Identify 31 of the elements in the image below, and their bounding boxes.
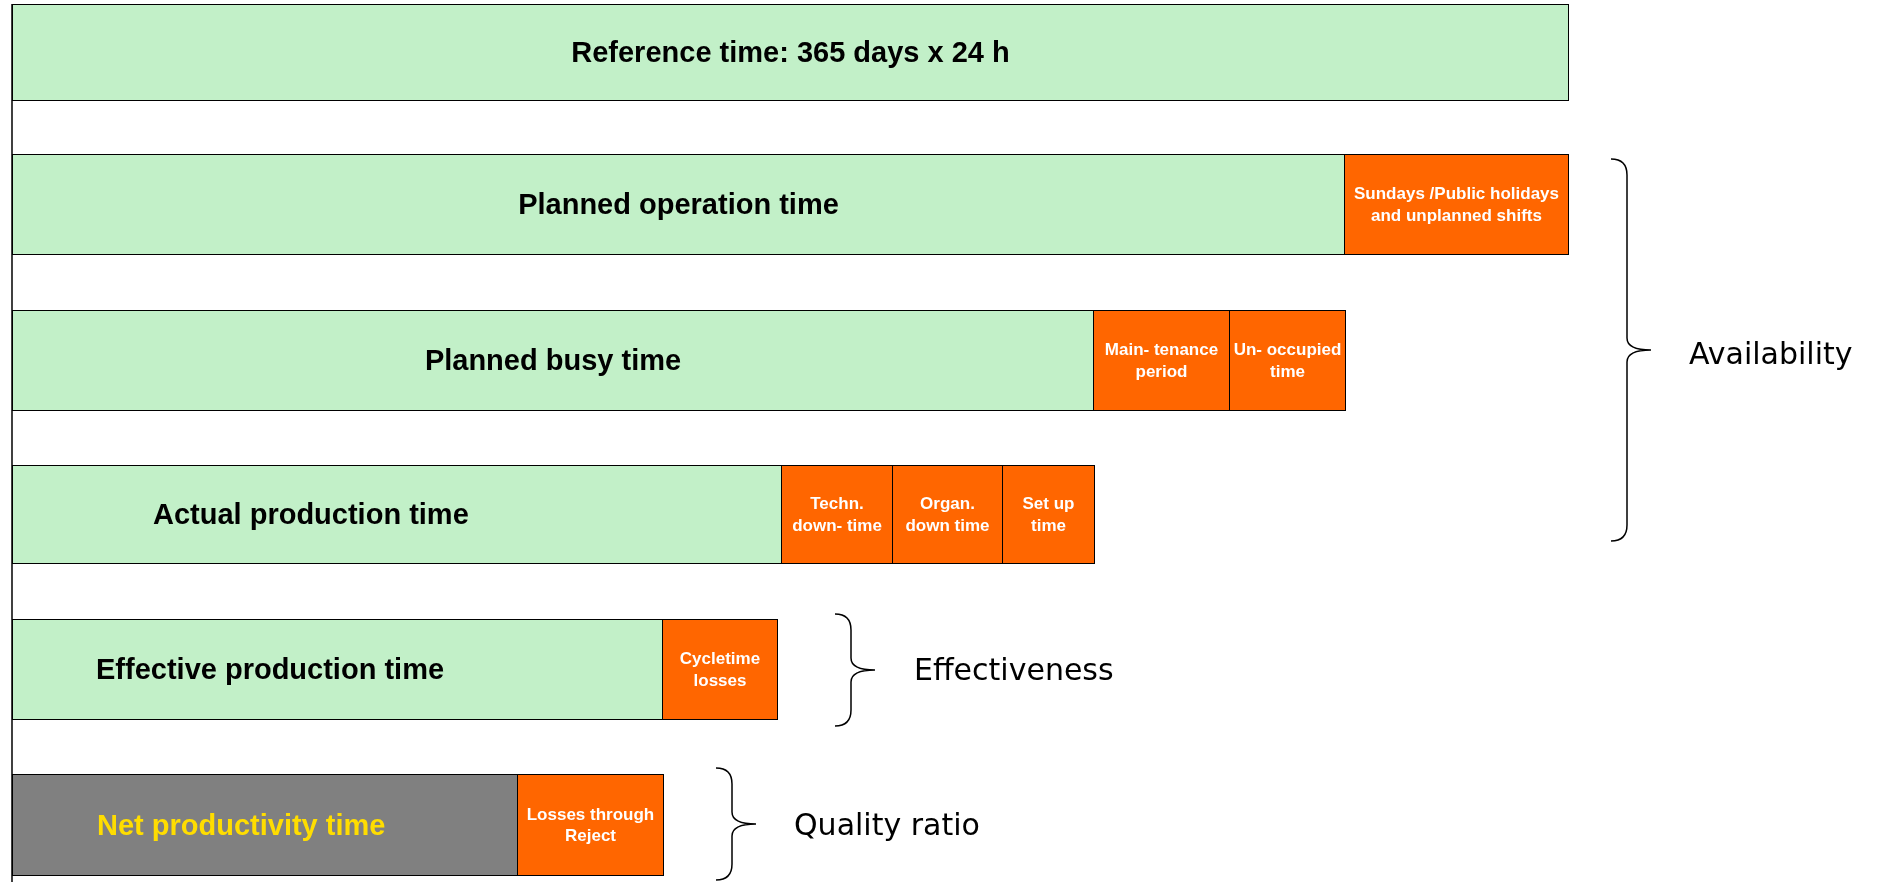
- loss-label: Organ. down time: [904, 493, 991, 536]
- loss-label: Techn. down- time: [791, 493, 883, 536]
- bar-label: Actual production time: [153, 498, 469, 531]
- time-bar: [12, 774, 518, 876]
- loss-label: Un- occupied time: [1232, 339, 1343, 382]
- loss-box: [517, 774, 664, 876]
- time-bar: [12, 154, 1345, 255]
- loss-label: Set up time: [1021, 493, 1076, 536]
- group-label: Quality ratio: [794, 807, 980, 842]
- group-label: Effectiveness: [914, 652, 1114, 687]
- time-bar: [12, 4, 1569, 101]
- bar-label: Planned busy time: [424, 344, 682, 377]
- loss-label: Cycletime losses: [678, 648, 762, 691]
- loss-box: [892, 465, 1003, 564]
- loss-box: [1002, 465, 1095, 564]
- loss-box: [1344, 154, 1569, 255]
- bar-label: Planned operation time: [518, 188, 839, 221]
- loss-box: [1093, 310, 1230, 411]
- bar-label: Net productivity time: [97, 808, 386, 842]
- time-bar: [12, 465, 782, 564]
- time-bar: [12, 619, 663, 720]
- time-bar: [12, 310, 1094, 411]
- loss-box: [662, 619, 778, 720]
- bar-label: Reference time: 365 days x 24 h: [571, 36, 1010, 69]
- loss-label: Main- tenance period: [1103, 339, 1220, 382]
- loss-label: Sundays /Public holidays and unplanned shifts: [1353, 183, 1560, 226]
- loss-box: [781, 465, 893, 564]
- group-label: Availability: [1689, 336, 1853, 371]
- loss-label: Losses through Reject: [525, 803, 656, 847]
- loss-box: [1229, 310, 1346, 411]
- bar-label: Effective production time: [96, 653, 445, 686]
